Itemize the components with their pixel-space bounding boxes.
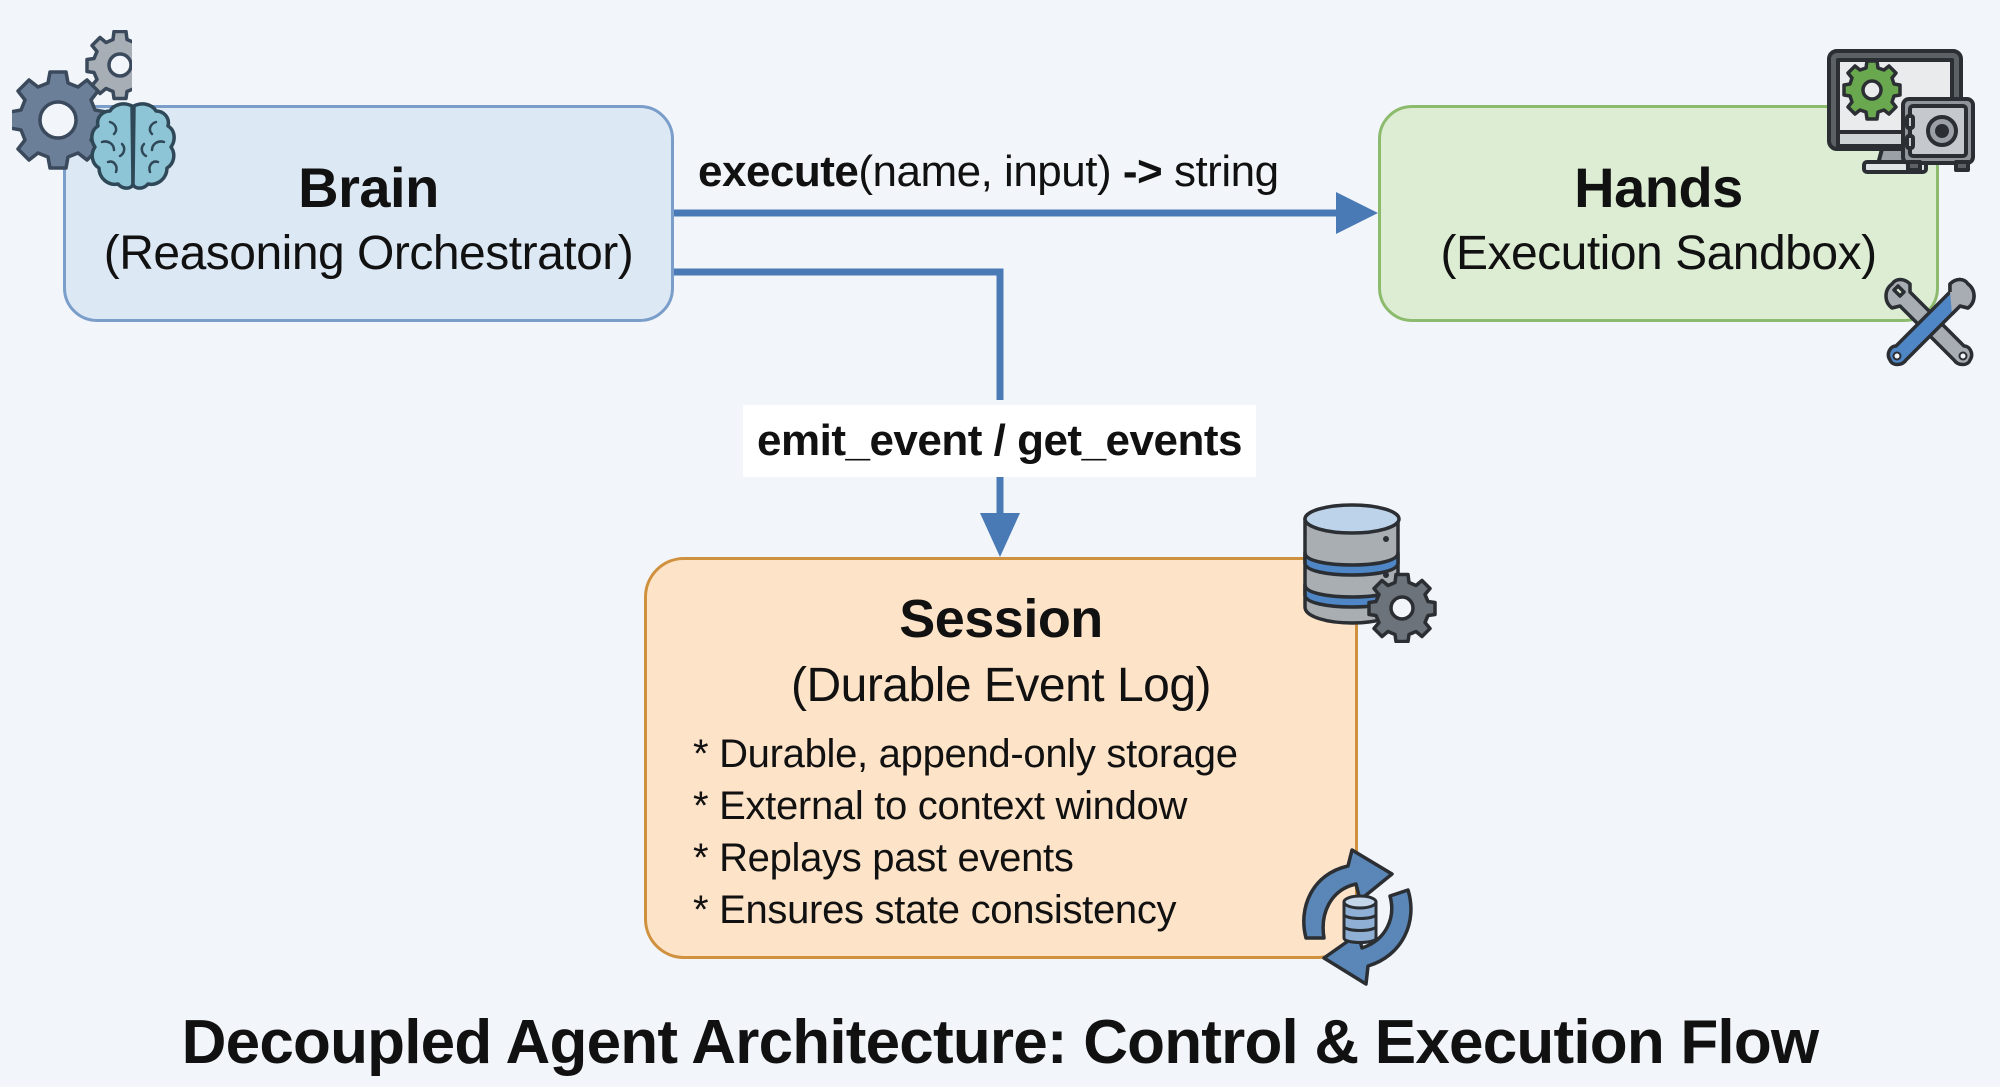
events-arrowhead <box>980 513 1020 557</box>
execute-edge-label: execute(name, input) -> string <box>698 150 1279 194</box>
events-edge-label: emit_event / get_events <box>743 405 1256 477</box>
safe-icon <box>1901 97 1975 172</box>
session-feature-item: * External to context window <box>693 784 1188 828</box>
session-node[interactable]: Session (Durable Event Log) * Durable, a… <box>644 557 1358 959</box>
execute-arguments: (name, input) <box>858 147 1123 196</box>
session-feature-item: * Replays past events <box>693 836 1074 880</box>
brain-title: Brain <box>298 156 439 219</box>
gears-icon <box>12 30 132 170</box>
database-gear-icon <box>1303 503 1437 643</box>
execute-arrowhead <box>1336 192 1378 234</box>
session-feature-item: * Durable, append-only storage <box>693 732 1238 776</box>
diagram-title: Decoupled Agent Architecture: Control & … <box>181 1008 1819 1077</box>
execute-return-arrow: -> <box>1122 147 1163 196</box>
sync-database-icon <box>1302 848 1413 986</box>
session-features-list: * Durable, append-only storage * Externa… <box>693 728 1238 936</box>
hands-title: Hands <box>1574 156 1743 219</box>
brain-icon <box>90 102 176 190</box>
brain-subtitle: (Reasoning Orchestrator) <box>103 227 634 280</box>
execute-function-name: execute <box>698 147 859 196</box>
session-title: Session <box>899 589 1103 649</box>
events-connector-line <box>674 268 1004 400</box>
wrench-icon <box>1884 277 1976 367</box>
session-subtitle: (Durable Event Log) <box>790 659 1212 712</box>
hands-subtitle: (Execution Sandbox) <box>1440 227 1877 280</box>
execute-return-type: string <box>1162 147 1279 196</box>
session-feature-item: * Ensures state consistency <box>693 888 1177 932</box>
